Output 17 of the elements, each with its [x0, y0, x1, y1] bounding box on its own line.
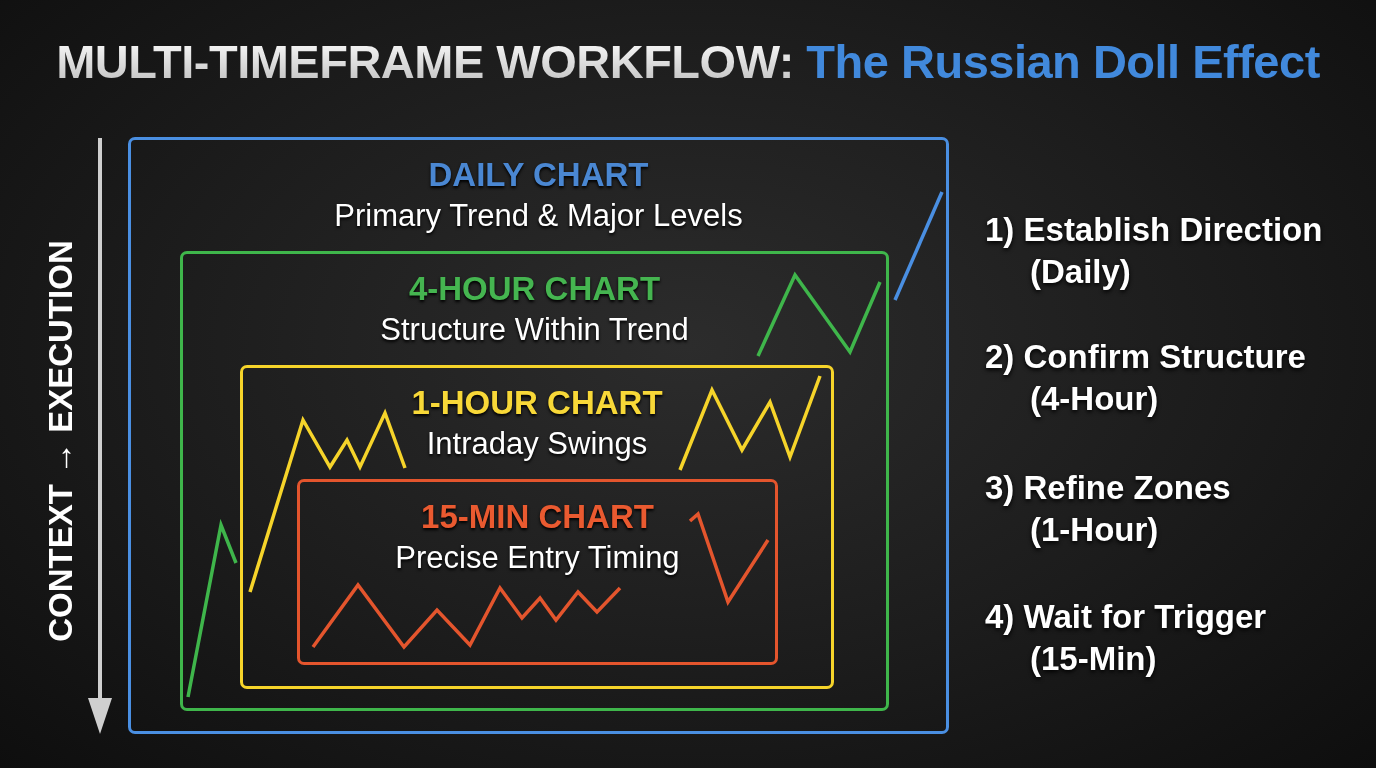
timeframe-box — [297, 479, 778, 665]
box-heading: DAILY CHART — [428, 155, 649, 195]
timeframe-box — [180, 251, 889, 711]
box-subtitle: Structure Within Trend — [380, 311, 689, 349]
box-subtitle: Primary Trend & Major Levels — [334, 197, 743, 235]
step-text: 2) Confirm Structure (4-Hour) — [985, 337, 1307, 419]
step-text: 3) Refine Zones (1-Hour) — [985, 468, 1232, 550]
box-heading: 4-HOUR CHART — [408, 269, 661, 309]
box-heading: 15-MIN CHART — [421, 497, 654, 537]
direction-label: CONTEXT → EXECUTION — [41, 240, 80, 642]
timeframe-box — [240, 365, 834, 689]
box-subtitle: Precise Entry Timing — [395, 539, 680, 577]
box-subtitle: Intraday Swings — [426, 425, 648, 463]
step-text: 4) Wait for Trigger (15-Min) — [985, 597, 1268, 679]
step-text: 1) Establish Direction (Daily) — [985, 210, 1324, 292]
timeframe-box — [128, 137, 949, 734]
box-heading: 1-HOUR CHART — [411, 383, 663, 423]
